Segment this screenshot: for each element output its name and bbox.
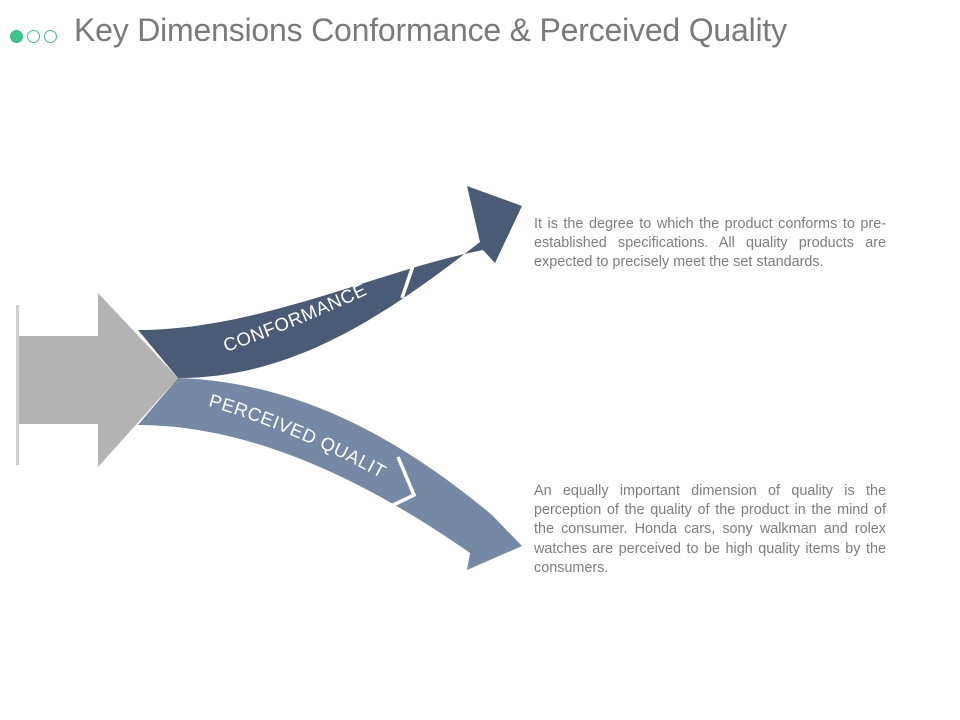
source-arrow — [16, 293, 178, 467]
slide-title: Key Dimensions Conformance & Perceived Q… — [74, 12, 787, 48]
perceived-quality-chevron — [382, 456, 417, 512]
indicator-dot-active — [10, 29, 23, 43]
perceived-quality-description: An equally important dimension of qualit… — [534, 483, 886, 576]
conformance-description: It is the degree to which the product co… — [534, 216, 886, 271]
slide-indicator — [10, 14, 61, 58]
conformance-arrow — [138, 186, 522, 378]
indicator-dot — [27, 29, 40, 43]
perceived-quality-arrow — [138, 378, 522, 570]
conformance-chevron — [382, 251, 416, 299]
source-arrow-edge — [16, 305, 19, 465]
indicator-dot — [44, 29, 57, 43]
